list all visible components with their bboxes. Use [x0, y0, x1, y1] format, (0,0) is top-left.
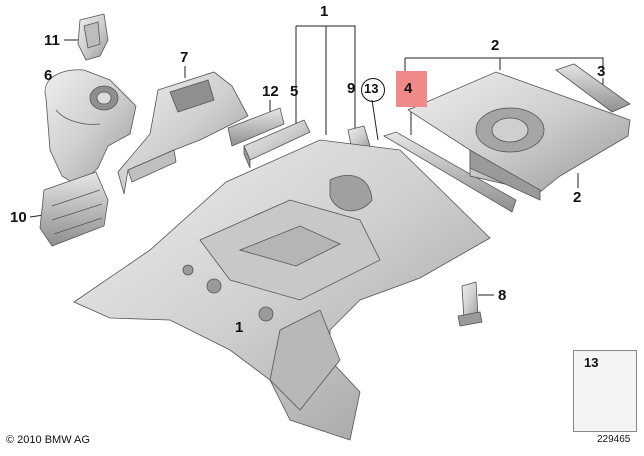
callout-10: 10 [10, 209, 27, 226]
callout-2-right: 2 [573, 189, 582, 206]
legend-box [573, 350, 637, 432]
callout-9: 9 [347, 80, 356, 97]
callout-2-top: 2 [491, 37, 500, 54]
leader-2a [405, 57, 501, 70]
part-11-bracket [77, 13, 109, 61]
part-6-wheel-housing [44, 69, 137, 187]
part-2-rear-floor [407, 71, 631, 201]
diagram-number: 229465 [597, 434, 631, 445]
callout-6: 6 [44, 67, 53, 84]
callout-3: 3 [597, 63, 606, 80]
part-8-bracket [457, 281, 483, 327]
callout-5: 5 [290, 83, 299, 100]
part-10-panel [39, 171, 109, 247]
callout-1-bottom: 1 [235, 319, 244, 336]
callout-4: 4 [404, 80, 413, 97]
legend-13-label: 13 [584, 355, 599, 370]
highlight-part-4 [396, 71, 427, 107]
part-5-member [243, 119, 311, 169]
leader-1a [296, 25, 356, 125]
circle-13 [361, 78, 385, 102]
callout-8: 8 [498, 287, 507, 304]
part-1-floor [73, 139, 491, 441]
callout-13: 13 [364, 81, 379, 96]
part-3-panel [555, 63, 631, 113]
part-7-rail [117, 71, 249, 195]
leader-2b [500, 57, 604, 68]
callout-7: 7 [180, 49, 189, 66]
part-4-strip [383, 131, 517, 213]
copyright-text: © 2010 BMW AG [6, 434, 90, 446]
callout-11: 11 [44, 32, 60, 49]
part-12-strip [227, 107, 285, 147]
callout-1-top: 1 [320, 3, 329, 20]
leader-13 [371, 99, 379, 141]
callout-12: 12 [262, 83, 279, 100]
